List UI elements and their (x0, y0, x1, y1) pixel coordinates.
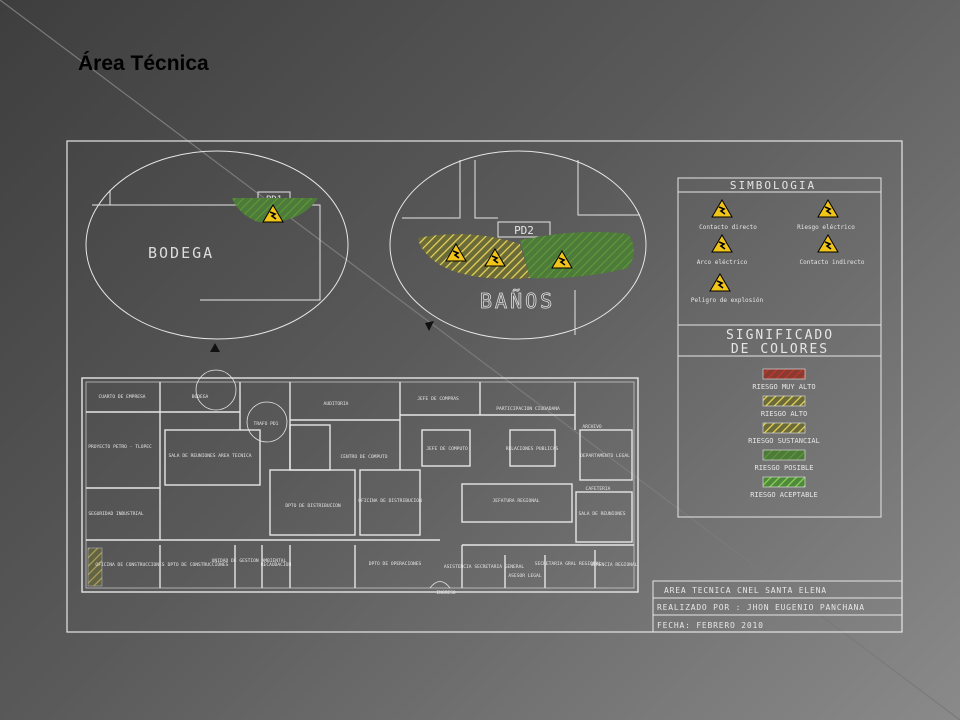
room-label: CUARTO DE EMPRESA (98, 394, 145, 400)
level-label: RIESGO POSIBLE (754, 464, 813, 472)
room-label: RELACIONES PUBLICAS (506, 446, 559, 452)
room-label: UNIDAD DE GESTION AMBIENTAL (212, 558, 287, 564)
significado-title-1: SIGNIFICADO (726, 328, 834, 343)
callout-bodega: PD1 BODEGA (85, 150, 349, 352)
explosion-icon (709, 273, 731, 292)
room-label: ASISTENCIA SECRETARIA GENERAL (444, 564, 524, 570)
titleblock-line1: AREA TECNICA CNEL SANTA ELENA (664, 586, 827, 595)
room-label: SEGURIDAD INDUSTRIAL (88, 511, 144, 517)
symbol-label: Arco eléctrico (697, 259, 748, 266)
room-label: DPTO DE OPERACIONES (369, 561, 422, 567)
swatch-muy-alto (762, 368, 806, 380)
significado-title-2: DE COLORES (731, 342, 829, 357)
room-label: ARCHIVO (582, 424, 602, 430)
banos-area-label: BAÑOS (480, 289, 555, 313)
room-label: INGRESO (436, 590, 456, 596)
bodega-area-label: BODEGA (148, 244, 214, 262)
swatch-aceptable (762, 476, 806, 488)
room-label: BODEGA (192, 394, 209, 400)
room-label: TRAFO PD1 (254, 421, 279, 427)
room-label: JEFATURA REGIONAL (492, 498, 539, 504)
room-label: AUDITORIA (324, 401, 349, 407)
contact-indirect-icon (817, 234, 839, 253)
drawing-frame (66, 140, 903, 633)
room-label: PARTICIPACION CIUDADANA (496, 406, 560, 412)
electric-risk-icon (817, 199, 839, 218)
symbol-label: Riesgo eléctrico (797, 224, 855, 231)
swatch-alto (762, 395, 806, 407)
room-label: DPTO DE CONSTRUCCIONES (168, 562, 229, 568)
titleblock-line3: FECHA: FEBRERO 2010 (657, 621, 764, 630)
room-label: SALA DE REUNIONES AREA TECNICA (169, 453, 252, 459)
room-label: SECRETARIA GRAL REGIONAL (535, 561, 602, 567)
title-block: AREA TECNICA CNEL SANTA ELENA REALIZADO … (652, 580, 903, 633)
level-label: RIESGO MUY ALTO (752, 383, 815, 391)
room-label: SALA DE REUNIONES (578, 511, 625, 517)
floor-plan (81, 369, 639, 593)
legend-simbologia: SIMBOLOGIA Contacto directo Riesgo eléct… (677, 177, 882, 518)
electric-arc-icon (711, 234, 733, 253)
room-label: DEPARTAMENTO LEGAL (580, 453, 630, 459)
room-label: PROYECTO PETRO - TLOPEC (88, 444, 152, 450)
level-label: RIESGO ACEPTABLE (750, 491, 817, 499)
swatch-posible (762, 449, 806, 461)
room-label: CENTRO DE COMPUTO (340, 454, 387, 460)
symbol-label: Peligro de explosión (691, 297, 764, 304)
callout-banos: PD2 BAÑOS (389, 150, 647, 340)
room-label: RECAUDACION (261, 562, 292, 568)
titleblock-line2: REALIZADO POR : JHON EUGENIO PANCHANA (657, 603, 865, 612)
level-label: RIESGO SUSTANCIAL (748, 437, 820, 445)
room-label: DPTO DE DISTRIBUCION (285, 503, 341, 509)
room-label: GERENCIA REGIONAL (590, 562, 637, 568)
simbologia-title: SIMBOLOGIA (730, 179, 816, 192)
symbol-label: Contacto directo (699, 224, 757, 231)
room-label: CAFETERIA (586, 486, 611, 492)
room-label: JEFE DE COMPRAS (417, 396, 459, 402)
room-label: OFICINA DE CONSTRUCCIONES (95, 562, 164, 568)
room-labels: CUARTO DE EMPRESA BODEGA AUDITORIA JEFE … (88, 394, 638, 596)
slide-title: Área Técnica (78, 52, 209, 75)
symbol-label: Contacto indirecto (799, 259, 864, 266)
level-label: RIESGO ALTO (761, 410, 807, 418)
room-label: OFICINA DE DISTRIBUCION (358, 498, 422, 504)
room-label: ASESOR LEGAL (508, 573, 541, 579)
contact-direct-icon (711, 199, 733, 218)
swatch-sustancial (762, 422, 806, 434)
room-label: JEFE DE COMPUTO (426, 446, 468, 452)
pd2-label: PD2 (514, 224, 534, 237)
